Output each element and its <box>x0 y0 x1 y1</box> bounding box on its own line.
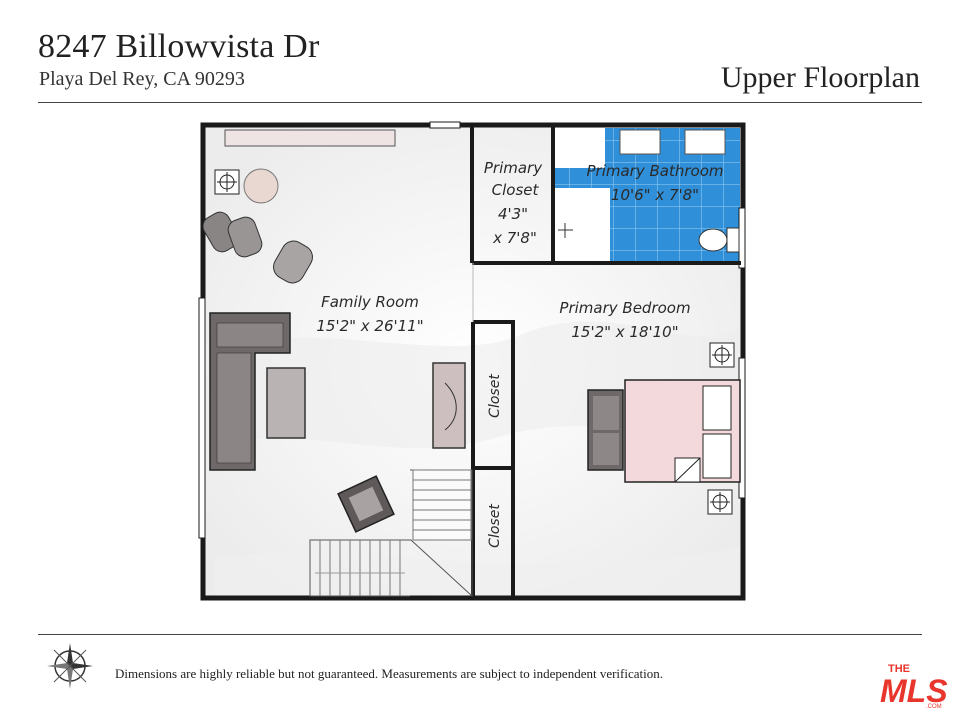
bathroom-sink-right <box>684 129 726 155</box>
family-room-label: Family Room <box>321 293 419 311</box>
toilet <box>698 228 728 252</box>
floorplan-title: Upper Floorplan <box>720 61 920 94</box>
header-divider <box>38 102 922 103</box>
logo-small-text: THE <box>888 663 910 675</box>
closet-label-lower: Closet <box>487 504 503 548</box>
property-address: 8247 Billowvista Dr <box>38 28 320 65</box>
interior-walls <box>470 126 741 598</box>
primary-bathroom-dim: 10'6" x 7'8" <box>611 186 699 204</box>
primary-closet-label-2: Closet <box>492 181 540 199</box>
property-city: Playa Del Rey, CA 90293 <box>39 68 245 90</box>
staircase <box>309 469 473 598</box>
floorplan-drawing: Primary Closet 4'3" x 7'8" Primary Bathr… <box>198 121 746 601</box>
side-table <box>243 168 279 204</box>
tv-console <box>432 362 466 449</box>
bathroom-sink-left <box>619 129 661 155</box>
wall-shelf <box>224 129 396 147</box>
footer-divider <box>38 634 922 635</box>
sofa <box>209 312 291 471</box>
logo-suffix-text: .COM <box>926 704 942 710</box>
closet-label-upper: Closet <box>487 374 503 418</box>
coffee-table <box>266 367 306 439</box>
primary-closet-label-1: Primary <box>484 159 543 177</box>
outlet-icon <box>709 342 735 368</box>
primary-bedroom-dim: 15'2" x 18'10" <box>571 323 678 341</box>
family-room-dim: 15'2" x 26'11" <box>316 317 423 335</box>
logo-main-text: MLS <box>880 673 948 709</box>
lounge-chairs <box>202 211 313 284</box>
primary-closet-dim-1: 4'3" <box>498 205 528 223</box>
primary-closet-dim-2: x 7'8" <box>492 229 537 247</box>
mls-logo: THE MLS .COM <box>880 663 948 710</box>
disclaimer-text: Dimensions are highly reliable but not g… <box>115 666 663 681</box>
primary-bedroom-label: Primary Bedroom <box>559 299 690 317</box>
compass-icon <box>47 643 93 689</box>
outlet-icon <box>707 489 733 515</box>
primary-bathroom-label: Primary Bathroom <box>587 162 724 180</box>
